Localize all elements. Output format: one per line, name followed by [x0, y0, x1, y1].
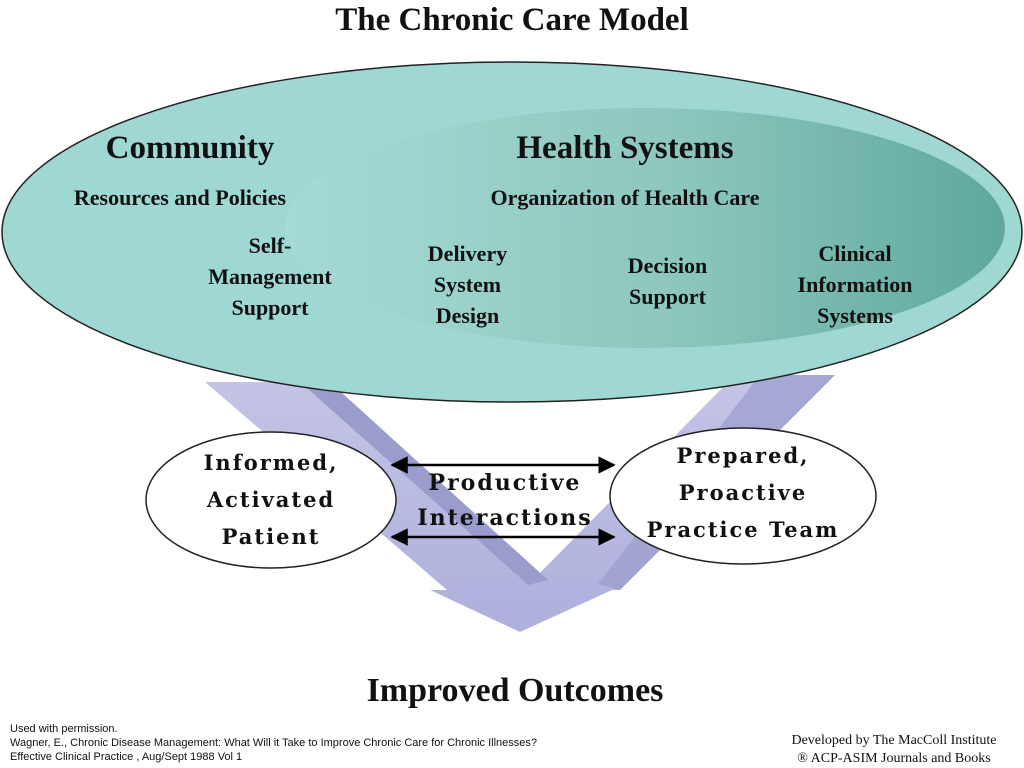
team-ellipse	[609, 427, 877, 565]
delivery-system-design: Delivery System Design	[395, 238, 540, 331]
productive-interactions: Productive Interactions	[405, 466, 605, 536]
delivery-line-3: Design	[435, 303, 500, 328]
decision-line-1: Decision	[627, 253, 708, 278]
clinical-line-2: Information	[797, 272, 913, 297]
team-line-2: Proactive	[678, 480, 808, 505]
patient-ellipse	[145, 431, 397, 569]
self-management-line-3: Support	[231, 295, 309, 320]
credit-line-2: ® ACP-ASIM Journals and Books	[797, 751, 991, 766]
self-management-line-2: Management	[208, 264, 332, 289]
decision-line-2: Support	[628, 284, 707, 309]
health-systems-ellipse	[285, 108, 1005, 348]
team-line-1: Prepared,	[676, 443, 810, 468]
delivery-line-2: System	[433, 272, 502, 297]
patient-line-1: Informed,	[203, 450, 339, 475]
patient-line-2: Activated	[206, 487, 336, 512]
interactions-line-1: Productive	[428, 470, 582, 496]
self-management-support: Self- Management Support	[185, 230, 355, 323]
prepared-proactive-practice-team: Prepared, Proactive Practice Team	[618, 437, 868, 548]
delivery-line-1: Delivery	[427, 241, 508, 266]
footnote-line-3: Effective Clinical Practice , Aug/Sept 1…	[10, 751, 243, 763]
clinical-line-3: Systems	[817, 303, 893, 328]
decision-support: Decision Support	[595, 250, 740, 312]
clinical-information-systems: Clinical Information Systems	[770, 238, 940, 331]
clinical-line-1: Clinical	[818, 241, 892, 266]
health-systems-heading: Health Systems	[516, 130, 734, 166]
community-heading: Community	[105, 130, 275, 166]
interactions-line-2: Interactions	[417, 505, 593, 531]
citation-footnote: Used with permission. Wagner, E., Chroni…	[10, 722, 537, 764]
patient-line-3: Patient	[221, 524, 321, 549]
informed-activated-patient: Informed, Activated Patient	[165, 444, 377, 555]
community-subheading: Resources and Policies	[73, 185, 287, 210]
footnote-line-2: Wagner, E., Chronic Disease Management: …	[10, 737, 537, 749]
improved-outcomes: Improved Outcomes	[366, 672, 664, 709]
developer-credit: Developed by The MacColl Institute ® ACP…	[770, 732, 1018, 768]
credit-line-1: Developed by The MacColl Institute	[791, 733, 997, 748]
page-title: The Chronic Care Model	[335, 2, 689, 38]
self-management-line-1: Self-	[248, 233, 292, 258]
team-line-3: Practice Team	[646, 517, 840, 542]
health-systems-subheading: Organization of Health Care	[490, 185, 760, 210]
footnote-line-1: Used with permission.	[10, 723, 118, 735]
